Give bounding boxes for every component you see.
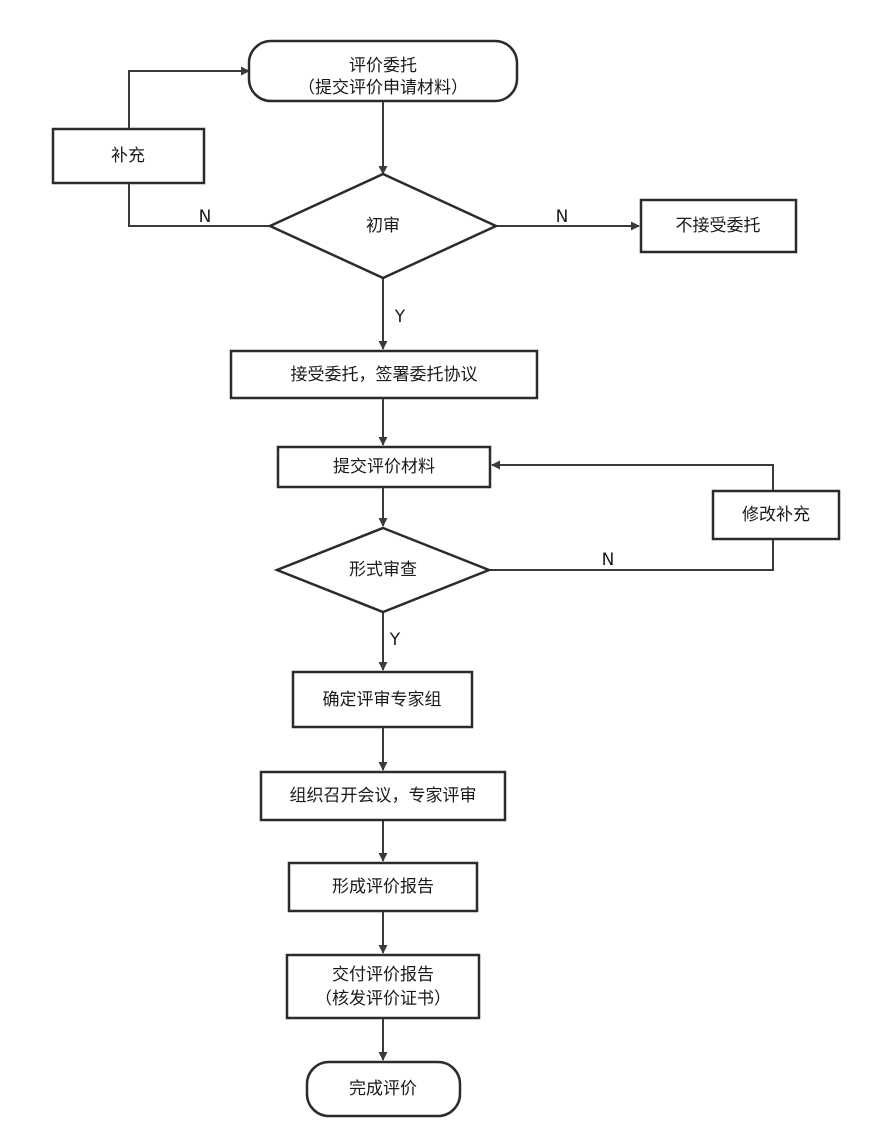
node-start-title: 评价委托 <box>349 56 417 76</box>
node-accept-label: 接受委托，签署委托协议 <box>291 365 478 385</box>
node-reject-label: 不接受委托 <box>676 216 761 236</box>
label-formal-yes: Y <box>389 630 401 650</box>
connector-formal-to-modify <box>489 539 774 571</box>
label-formal-no: N <box>602 550 615 570</box>
node-start-subtitle: （提交评价申请材料） <box>298 78 468 98</box>
node-report: 形成评价报告 <box>287 861 479 913</box>
node-supplement: 补充 <box>51 127 206 185</box>
node-supplement-label: 补充 <box>111 146 145 166</box>
connector-supplement-to-start <box>128 66 250 129</box>
node-deliver: 交付评价报告 （核发评价证书） <box>285 953 481 1020</box>
connector-initial-to-supplement <box>128 183 270 227</box>
node-end: 完成评价 <box>305 1060 462 1118</box>
node-start: 评价委托 （提交评价申请材料） <box>247 39 519 103</box>
label-initial-no-left: N <box>199 207 212 227</box>
node-formal-review: 形式审查 <box>273 526 493 614</box>
label-initial-yes: Y <box>394 307 406 327</box>
node-deliver-subtitle: （核发评价证书） <box>315 989 451 1009</box>
node-accept: 接受委托，签署委托协议 <box>229 349 539 400</box>
label-initial-no-right: N <box>556 207 569 227</box>
node-meeting: 组织召开会议，专家评审 <box>259 770 507 822</box>
node-end-label: 完成评价 <box>349 1079 417 1099</box>
node-modify: 修改补充 <box>711 489 841 541</box>
node-reject: 不接受委托 <box>639 198 798 254</box>
node-initial-review-label: 初审 <box>366 216 400 236</box>
node-expert-group-label: 确定评审专家组 <box>323 690 442 710</box>
node-initial-review: 初审 <box>267 172 499 280</box>
node-deliver-title: 交付评价报告 <box>332 965 434 985</box>
node-expert-group: 确定评审专家组 <box>291 670 474 729</box>
connector-modify-to-submit <box>491 460 774 491</box>
node-formal-review-label: 形式审查 <box>349 560 417 580</box>
node-modify-label: 修改补充 <box>742 505 810 525</box>
node-submit-materials-label: 提交评价材料 <box>333 457 435 477</box>
node-submit-materials: 提交评价材料 <box>276 445 492 489</box>
node-report-label: 形成评价报告 <box>332 877 434 897</box>
node-meeting-label: 组织召开会议，专家评审 <box>290 786 477 806</box>
